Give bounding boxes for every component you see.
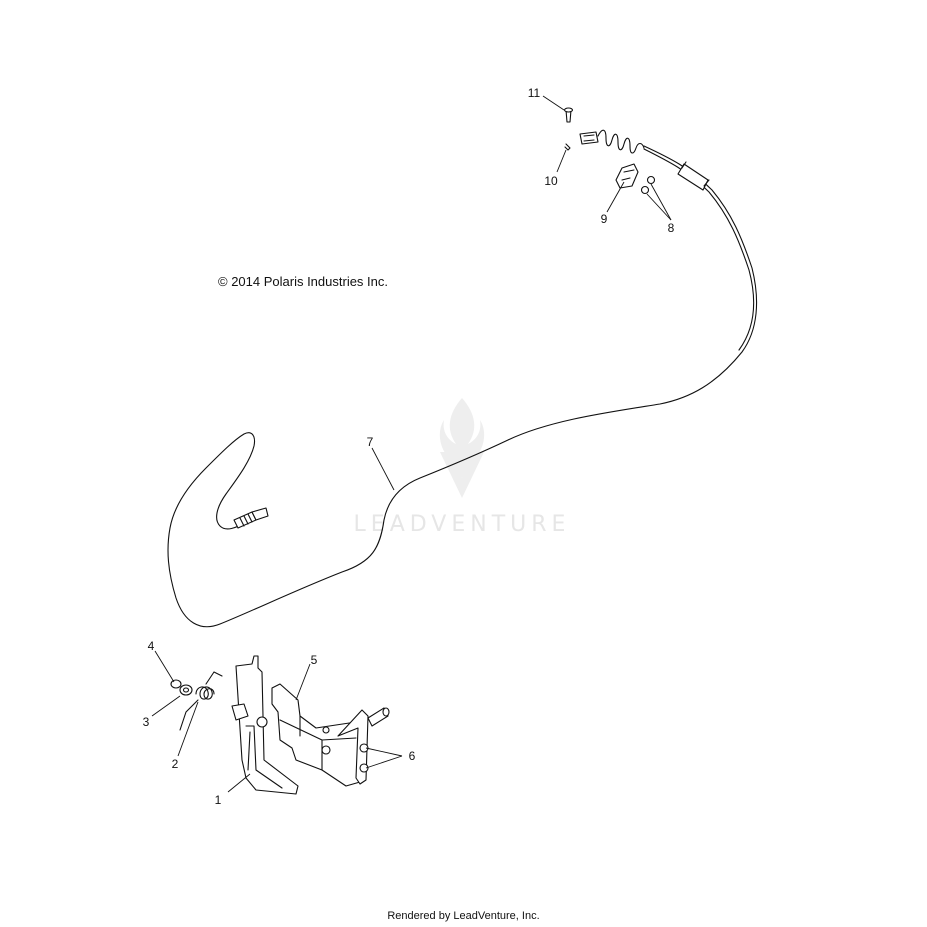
callout-3: 3 <box>143 715 150 729</box>
cable-lower-tip <box>251 507 269 521</box>
brake-pedal-arm <box>235 655 299 795</box>
leader-3 <box>151 695 181 717</box>
leader-8a <box>650 183 672 221</box>
upper-nut-2 <box>640 185 650 195</box>
cable-upper-sleeve-ends <box>681 161 710 187</box>
leadventure-watermark: LEADVENTURE <box>354 398 571 537</box>
callout-7: 7 <box>367 435 374 449</box>
cable-upper-sleeve <box>677 163 709 191</box>
pivot-washer <box>256 716 268 728</box>
pedal-mount-bracket-edges <box>279 715 357 771</box>
leader-6b <box>365 755 403 769</box>
callout-10: 10 <box>544 174 558 188</box>
callout-6: 6 <box>409 749 416 763</box>
bracket-nut-2 <box>359 763 369 773</box>
return-spring <box>195 686 215 700</box>
washer-outer <box>179 684 193 696</box>
cable-lower-threads <box>239 513 253 527</box>
clevis-pin-head <box>563 107 574 113</box>
footer-credit: Rendered by LeadVenture, Inc. <box>387 910 540 922</box>
watermark-v-icon <box>440 452 484 498</box>
callout-4: 4 <box>148 639 155 653</box>
watermark-text: LEADVENTURE <box>354 512 571 537</box>
leader-1 <box>227 773 251 793</box>
leader-lines <box>151 95 672 793</box>
leader-10 <box>556 149 567 173</box>
callout-2: 2 <box>172 757 179 771</box>
leader-8b <box>646 193 672 221</box>
cable-upper-clevis <box>579 131 599 145</box>
cable-line <box>167 145 758 628</box>
callout-9: 9 <box>601 212 608 226</box>
upper-nut-1 <box>646 175 656 185</box>
return-spring-leg <box>179 671 223 731</box>
bracket-bolt-hole-center <box>321 745 331 755</box>
washer-outer-hole <box>182 687 190 693</box>
cable-bracket-detail <box>621 169 635 181</box>
callout-labels: 1 2 3 4 5 6 7 8 9 10 11 <box>143 86 675 807</box>
cable-upper-clevis-slot <box>583 134 595 142</box>
cable-line-outer <box>643 148 755 351</box>
callout-1: 1 <box>215 793 222 807</box>
part-cable <box>167 145 758 628</box>
watermark-flame-icon <box>439 398 485 478</box>
leader-4 <box>154 650 175 683</box>
cotter-clip-part <box>564 143 571 151</box>
pedal-mount-bracket <box>271 683 363 787</box>
leader-2 <box>177 701 199 757</box>
brake-pedal-slot <box>245 725 283 789</box>
callout-8: 8 <box>668 221 675 235</box>
leader-5 <box>295 663 311 701</box>
bracket-bolt-hole-top <box>322 726 330 734</box>
leader-7 <box>371 447 395 491</box>
pivot-stud-end <box>382 707 390 717</box>
part-pedal-assembly <box>170 655 390 795</box>
pivot-bushing <box>231 703 249 721</box>
cable-bracket-part <box>615 163 639 189</box>
callout-11: 11 <box>528 86 541 100</box>
copyright-notice: © 2014 Polaris Industries Inc. <box>218 274 388 289</box>
leader-6a <box>365 747 403 757</box>
callout-5: 5 <box>311 653 318 667</box>
leader-9 <box>606 181 625 213</box>
part-cable-upper-end <box>563 107 656 195</box>
cable-upper-spring <box>597 129 645 154</box>
bushing <box>170 679 182 689</box>
leader-11 <box>542 95 565 111</box>
